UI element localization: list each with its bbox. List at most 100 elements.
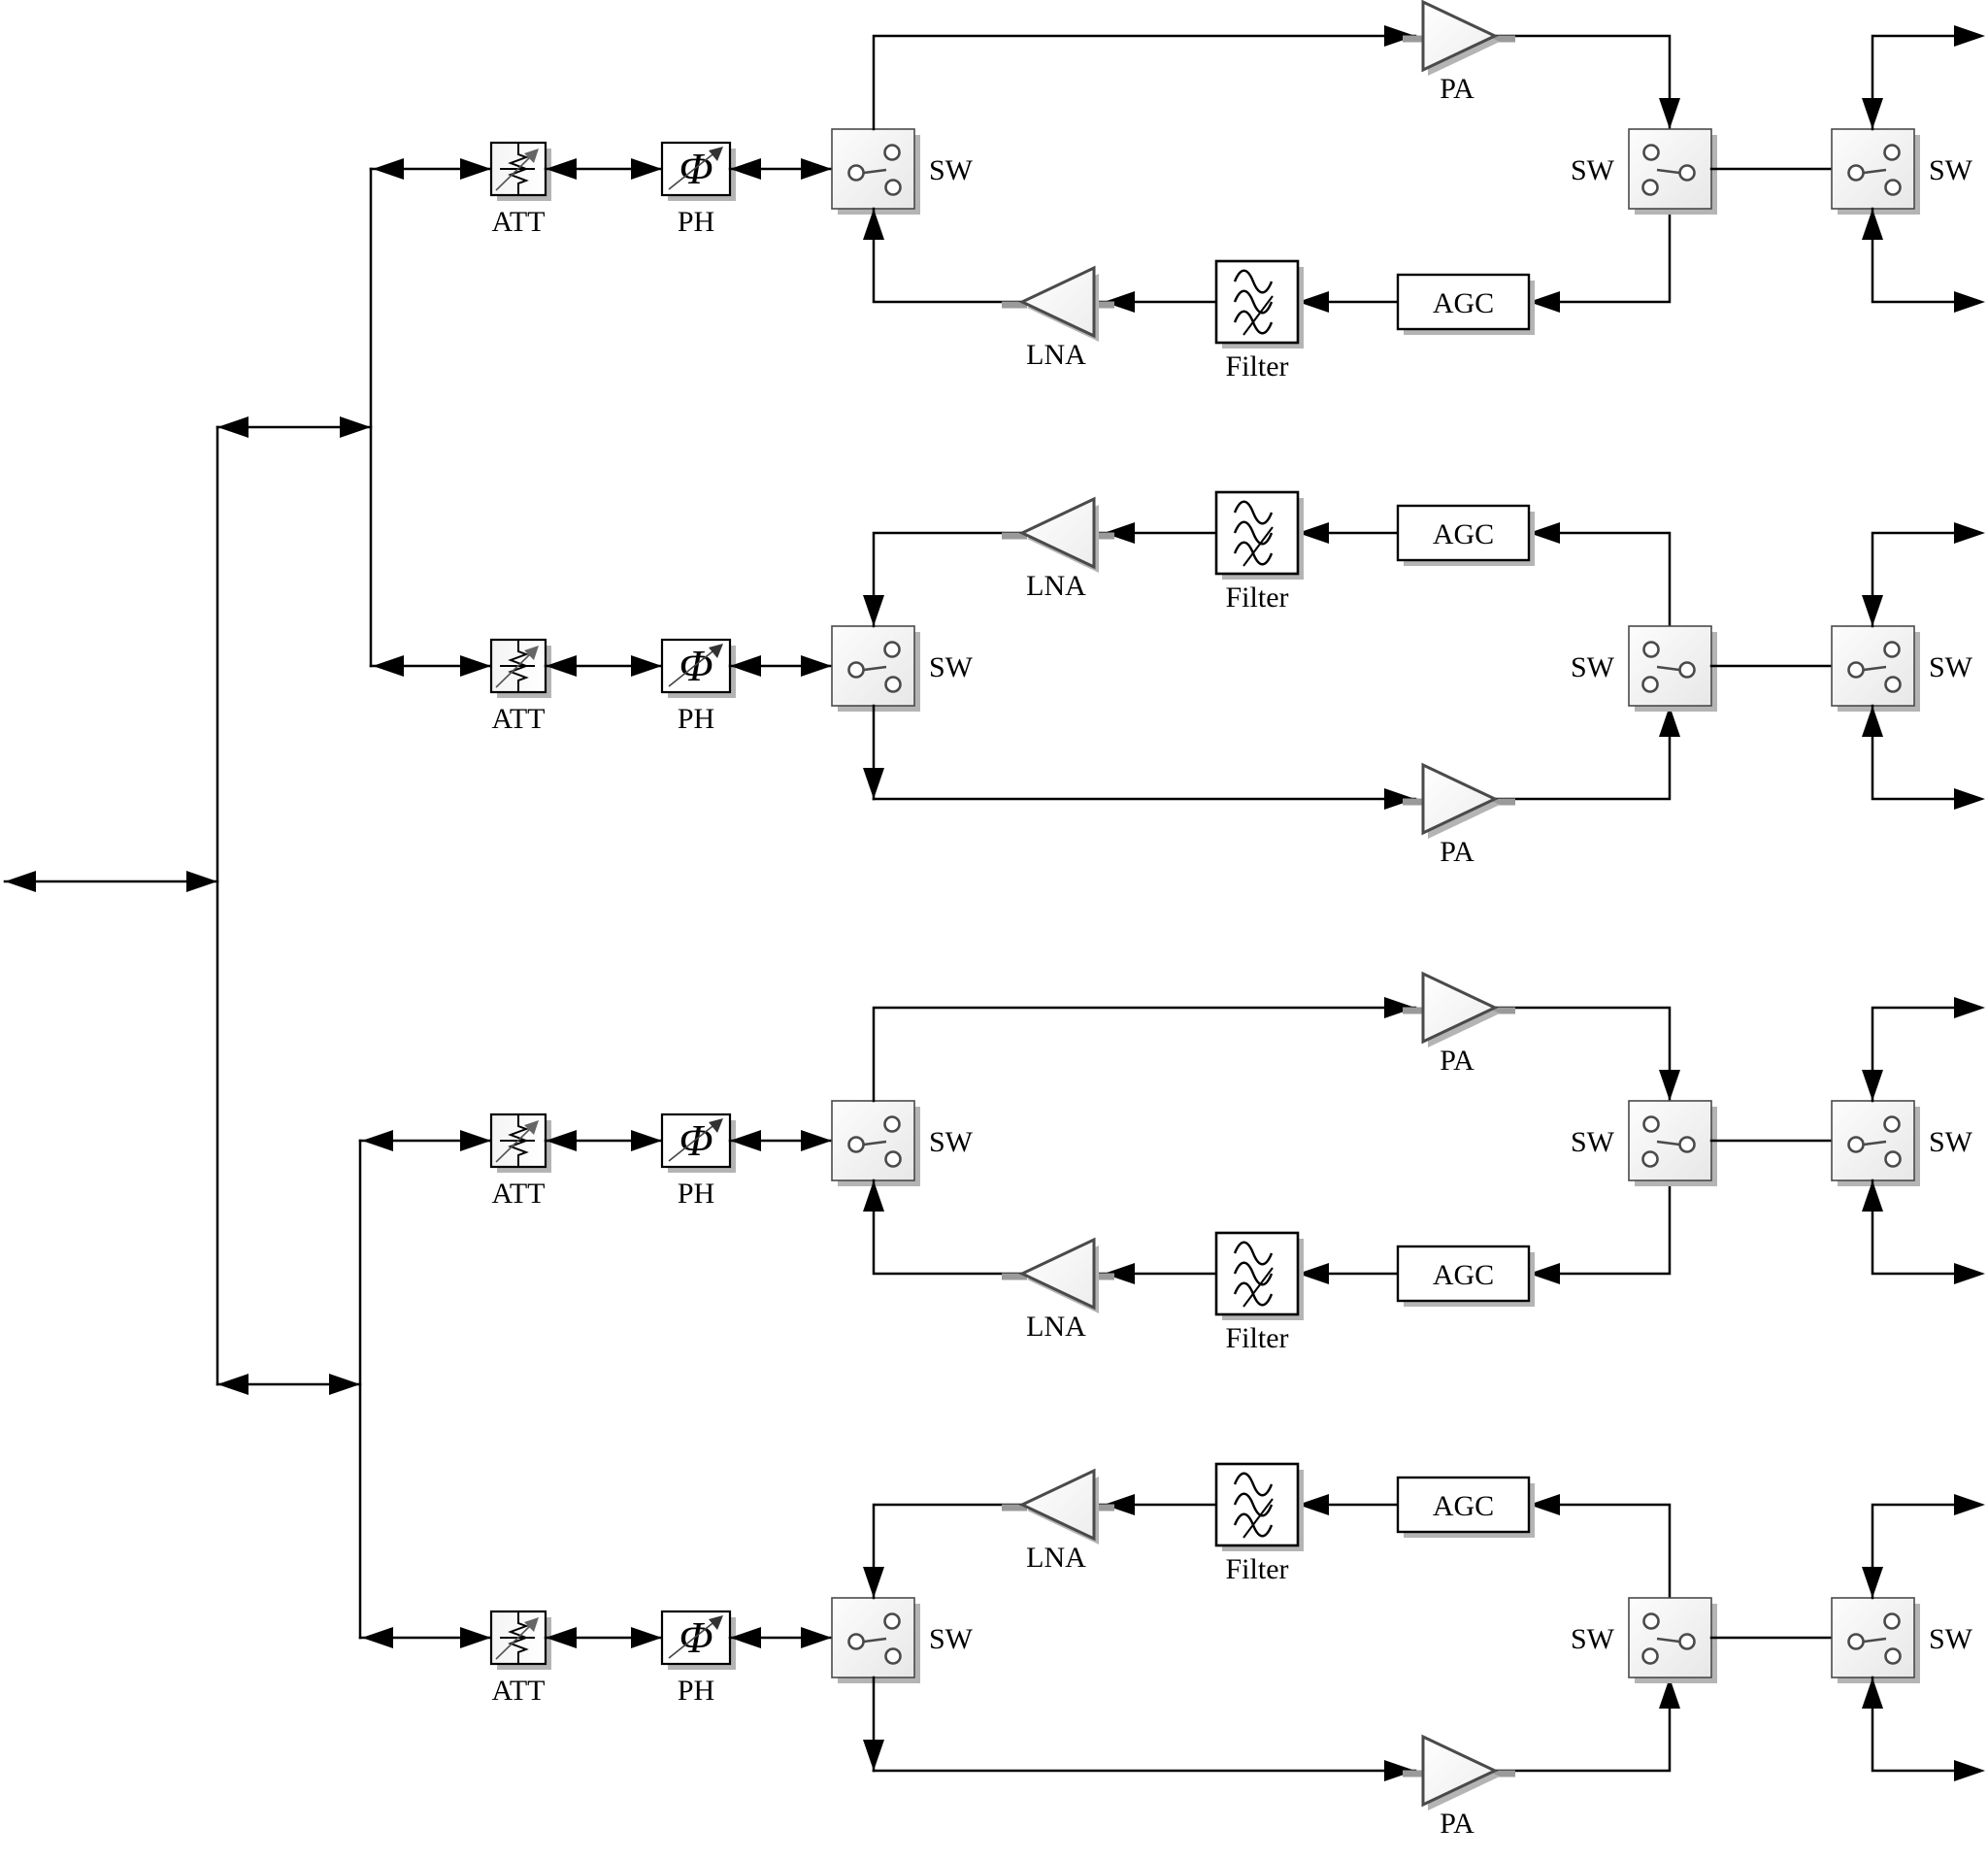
pa-amp: [1403, 1734, 1515, 1810]
rx-path: [863, 207, 1672, 313]
att-label: ATT: [492, 703, 546, 735]
sw-input-block: [831, 1100, 920, 1186]
feed-split-2: [215, 1374, 362, 1395]
antenna-port-bottom: [1862, 1676, 1985, 1781]
antenna-port-top: [1862, 25, 1985, 131]
pa-label: PA: [1440, 1045, 1474, 1077]
sw-combine-label: SW: [1571, 154, 1615, 186]
ph-label: PH: [678, 1178, 714, 1210]
pa-label: PA: [1440, 1808, 1474, 1840]
channel-feed-line: [369, 655, 493, 677]
att-ph-line: [544, 1627, 664, 1648]
sw-combine-block: [1628, 1597, 1717, 1683]
lna-label: LNA: [1026, 1311, 1086, 1343]
sw-antenna-label: SW: [1929, 154, 1973, 186]
sw-combine-label: SW: [1571, 651, 1615, 683]
sw-combine-block: [1628, 1100, 1717, 1186]
pa-amp: [1403, 0, 1515, 76]
agc-label: AGC: [1433, 518, 1494, 550]
filter-block: [1214, 490, 1304, 580]
ph-sw-line: [728, 655, 834, 677]
ph-sw-line: [728, 158, 834, 180]
filter-block: [1214, 1462, 1304, 1551]
ph-label: PH: [678, 1675, 714, 1707]
lna-label: LNA: [1026, 339, 1086, 371]
sw-input-block: [831, 128, 920, 215]
tx-path: [863, 1676, 1680, 1781]
ph-label: PH: [678, 703, 714, 735]
lna-label: LNA: [1026, 570, 1086, 602]
lna-amp: [1002, 265, 1114, 342]
sw-antenna-label: SW: [1929, 1126, 1973, 1158]
tx-path: [872, 25, 1680, 131]
pa-amp: [1403, 971, 1515, 1047]
sw-antenna-label: SW: [1929, 1623, 1973, 1655]
tx-path: [872, 997, 1680, 1103]
sw-antenna-block: [1831, 1597, 1920, 1683]
sw-input-label: SW: [929, 154, 974, 186]
att-ph-line: [544, 655, 664, 677]
ph-block: Φ: [660, 1610, 736, 1670]
att-ph-line: [544, 158, 664, 180]
lna-amp: [1002, 1237, 1114, 1313]
sw-antenna-label: SW: [1929, 651, 1973, 683]
att-block: [489, 1113, 551, 1173]
ph-block: Φ: [660, 1113, 736, 1173]
agc-label: AGC: [1433, 1490, 1494, 1522]
ph-block: Φ: [660, 141, 736, 201]
att-block: [489, 638, 551, 698]
sw-antenna-block: [1831, 128, 1920, 215]
channel-3: ATT Φ PH SW PA AGC Filter LNA SW SW: [358, 971, 1985, 1354]
filter-label: Filter: [1226, 350, 1289, 382]
antenna-port-top: [1862, 522, 1985, 628]
filter-label: Filter: [1226, 581, 1289, 614]
feed-split-1: [215, 416, 373, 438]
ph-label: PH: [678, 206, 714, 238]
sw-combine-label: SW: [1571, 1126, 1615, 1158]
agc-block: AGC: [1396, 1476, 1535, 1538]
sw-input-label: SW: [929, 1126, 974, 1158]
sw-combine-block: [1628, 128, 1717, 215]
channel-feed-line: [358, 1627, 493, 1648]
filter-block: [1214, 1231, 1304, 1320]
sw-input-label: SW: [929, 1623, 974, 1655]
feed-network: [3, 167, 373, 1640]
sw-antenna-block: [1831, 1100, 1920, 1186]
pa-label: PA: [1440, 836, 1474, 868]
channel-feed-line: [369, 158, 493, 180]
filter-block: [1214, 259, 1304, 349]
antenna-port-bottom: [1862, 704, 1985, 810]
sw-combine-block: [1628, 625, 1717, 712]
sw-combine-label: SW: [1571, 1623, 1615, 1655]
sw-input-label: SW: [929, 651, 974, 683]
agc-label: AGC: [1433, 287, 1494, 319]
att-label: ATT: [492, 206, 546, 238]
channel-4: ATTΦPHSWPAAGCFilterLNASWSW: [358, 1462, 1985, 1840]
sw-input-block: [831, 625, 920, 712]
lna-label: LNA: [1026, 1542, 1086, 1574]
att-ph-line: [544, 1130, 664, 1151]
att-block: [489, 141, 551, 201]
agc-label: AGC: [1433, 1259, 1494, 1291]
filter-label: Filter: [1226, 1322, 1289, 1354]
tx-path: [863, 704, 1680, 810]
ph-sw-line: [728, 1130, 834, 1151]
agc-block: AGC: [1396, 504, 1535, 566]
att-label: ATT: [492, 1178, 546, 1210]
ph-sw-line: [728, 1627, 834, 1648]
att-block: [489, 1610, 551, 1670]
main-input-line: [3, 871, 219, 892]
pa-label: PA: [1440, 73, 1474, 105]
channel-1: ATT Φ PH SW PA AGC Filter LNA SW SW: [369, 0, 1985, 382]
filter-label: Filter: [1226, 1553, 1289, 1585]
sw-input-block: [831, 1597, 920, 1683]
lna-amp: [1002, 496, 1114, 573]
antenna-port-bottom: [1862, 207, 1985, 313]
antenna-port-top: [1862, 997, 1985, 1103]
lna-amp: [1002, 1468, 1114, 1544]
pa-amp: [1403, 762, 1515, 839]
antenna-port-top: [1862, 1494, 1985, 1600]
channel-feed-line: [358, 1130, 493, 1151]
